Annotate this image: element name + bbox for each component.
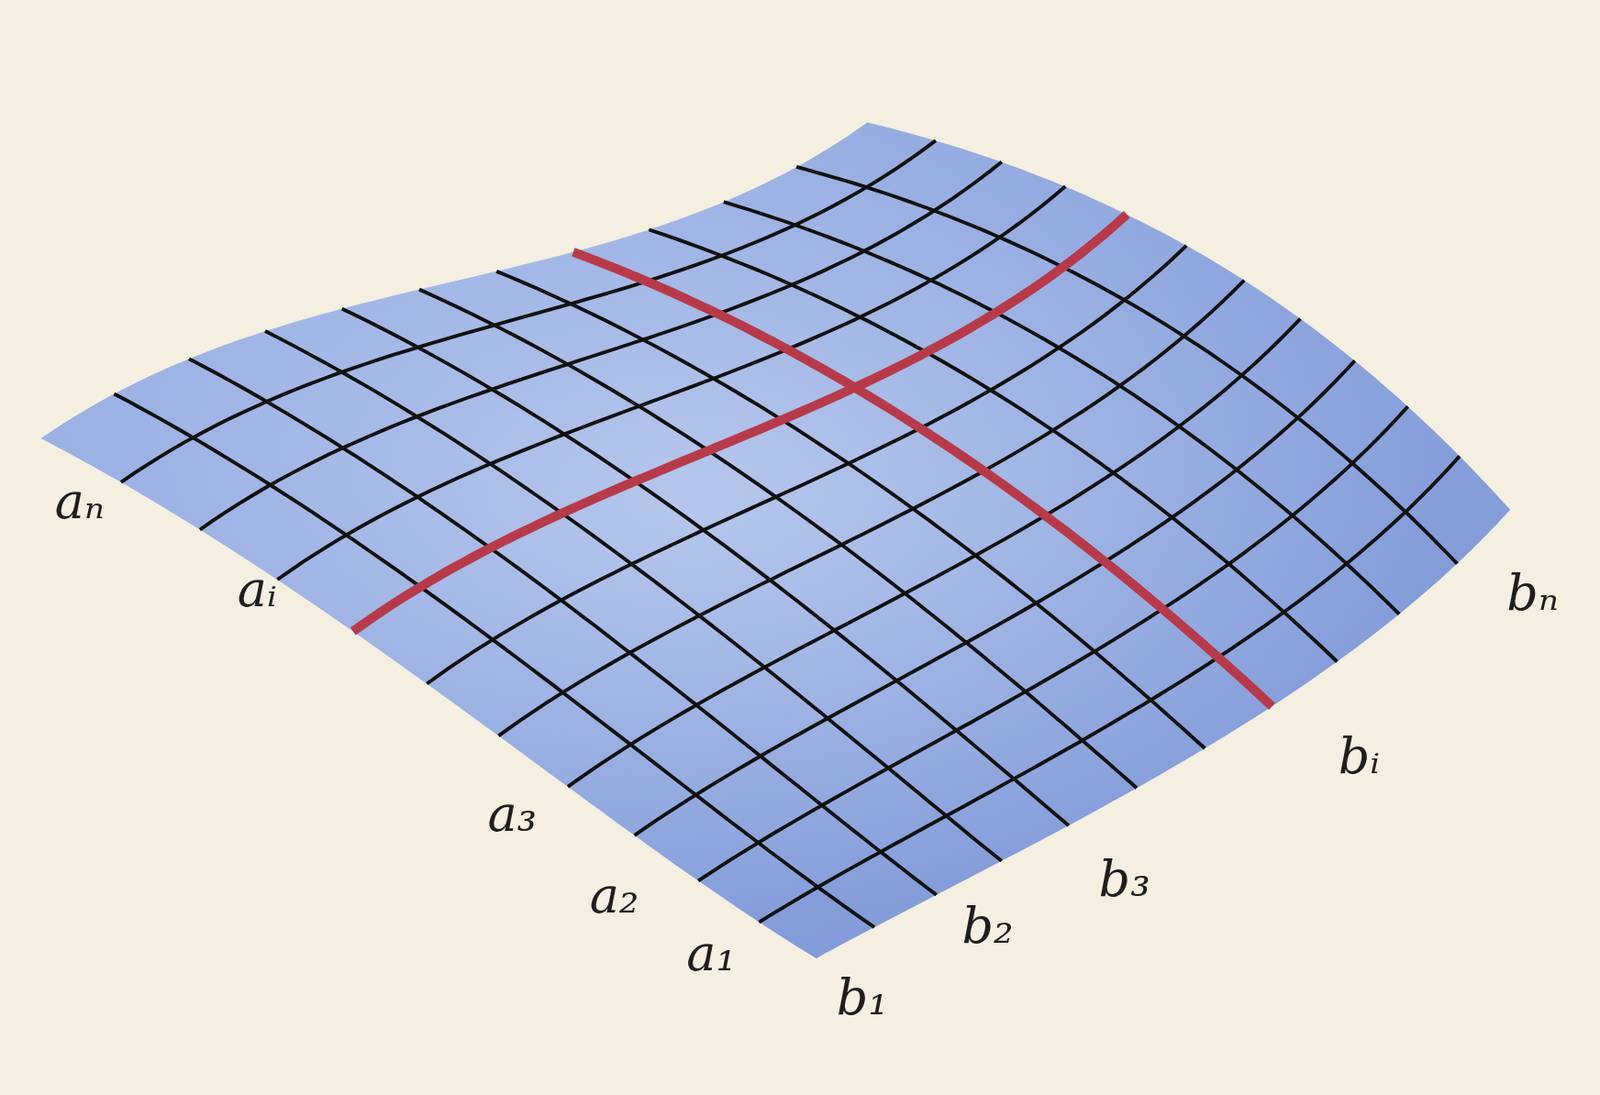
edge-label: b₂	[962, 901, 1014, 952]
edge-label: aₙ	[55, 477, 105, 527]
edge-label: a₁	[686, 929, 736, 979]
surface	[40, 122, 1511, 959]
edge-label: aᵢ	[237, 565, 278, 615]
grid-line	[496, 271, 1205, 749]
grid-line	[419, 289, 1137, 789]
highlighted-curves	[353, 214, 1273, 708]
highlighted-curve	[573, 252, 1273, 707]
grid-line	[758, 455, 1460, 923]
grid-line	[200, 162, 1002, 531]
grid-line	[567, 319, 1300, 788]
edge-label: a₃	[487, 789, 537, 840]
grid-line	[698, 406, 1408, 881]
surface-highlight	[40, 122, 1511, 959]
edge-label: a₂	[589, 871, 640, 922]
grid-line	[648, 229, 1337, 662]
edge-label: b₃	[1099, 855, 1151, 905]
grid-line	[277, 186, 1066, 580]
grid-line	[121, 140, 936, 483]
grid-line	[188, 358, 937, 896]
edge-label: b₁	[836, 973, 889, 1023]
grid-line	[113, 393, 875, 928]
grid-lines	[113, 140, 1460, 928]
highlighted-curve	[353, 214, 1127, 633]
edge-label: bₙ	[1506, 568, 1558, 619]
edge-label: bᵢ	[1338, 732, 1380, 782]
